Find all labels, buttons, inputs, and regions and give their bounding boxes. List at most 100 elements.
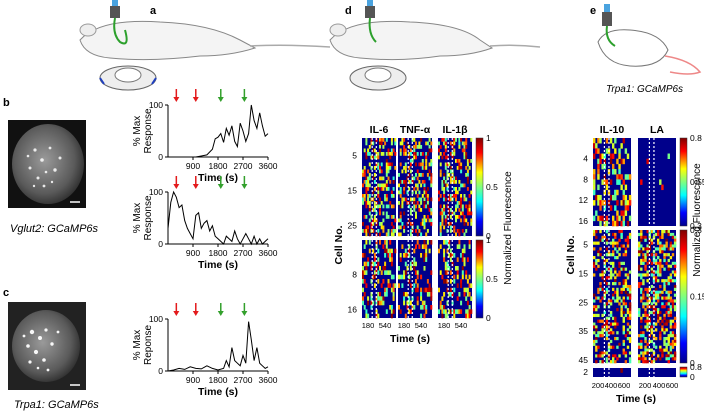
heatmap-cell	[428, 148, 431, 153]
heatmap-cell	[599, 153, 602, 160]
heatmap-cell	[390, 257, 393, 262]
heatmap-cell	[444, 309, 447, 314]
heatmap-cell	[671, 247, 675, 251]
heatmap-cell	[390, 287, 393, 293]
heatmap-cell	[453, 138, 456, 142]
heatmap-cell	[385, 248, 388, 254]
heatmap-cell	[449, 270, 452, 275]
x-tick-label: 600	[618, 381, 631, 390]
heatmap-cell	[618, 253, 621, 257]
heatmap-cell	[379, 266, 381, 271]
heatmap-cell	[614, 256, 617, 260]
heatmap-cell	[597, 290, 600, 294]
heatmap-cell	[646, 328, 649, 332]
heatmap-cell	[443, 180, 446, 184]
heatmap-cell	[654, 336, 658, 341]
heatmap-cell	[644, 308, 647, 312]
heatmap-cell	[646, 253, 649, 257]
heatmap-cell	[607, 267, 611, 271]
heatmap-cell	[456, 244, 459, 249]
heatmap-cell	[394, 166, 397, 170]
heatmap-cell	[460, 201, 463, 205]
heatmap-cell	[628, 293, 632, 297]
heatmap-cell	[640, 179, 643, 185]
heatmap-cell	[377, 194, 380, 198]
genotype-label-vglut2: Vglut2: GCaMP6s	[10, 223, 99, 235]
heatmap-cell	[601, 328, 604, 332]
heatmap-cell	[426, 201, 429, 205]
x-tick-label: 400	[653, 381, 666, 390]
heatmap-cell	[456, 309, 459, 314]
heatmap-cell	[669, 296, 673, 300]
heatmap-cell	[370, 261, 373, 267]
heatmap-cell	[413, 261, 416, 267]
heatmap-cell	[404, 253, 407, 258]
heatmap-cell	[626, 328, 630, 332]
heatmap-cell	[661, 244, 664, 248]
heatmap-cell	[446, 229, 449, 233]
heatmap-cell	[605, 267, 609, 271]
heatmap-cell	[398, 225, 400, 230]
heatmap-cell	[401, 274, 404, 280]
heatmap-cell	[444, 215, 447, 219]
heatmap-cell	[671, 279, 675, 283]
heatmap-cell	[644, 351, 647, 355]
heatmap-cell	[616, 158, 619, 165]
heatmap-cell	[411, 159, 414, 163]
y-tick-label: 8	[352, 270, 357, 280]
colorbar	[679, 366, 688, 378]
heatmap-cell	[595, 258, 598, 263]
heatmap-cell	[640, 235, 643, 239]
heatmap-cell	[441, 208, 444, 212]
heatmap-cell	[669, 241, 673, 245]
heatmap-cell	[640, 232, 643, 237]
heatmap-cell	[620, 143, 623, 149]
heatmap-cell	[665, 282, 668, 286]
heatmap-cell	[446, 176, 449, 181]
heatmap-cell	[368, 162, 371, 167]
heatmap-cell	[671, 354, 675, 358]
heatmap-cell	[425, 190, 428, 195]
heatmap-cell	[455, 194, 457, 198]
heatmap-cell	[365, 232, 368, 237]
panel-letter-d: d	[345, 5, 352, 17]
heatmap-cell	[673, 325, 677, 329]
heatmap-cell	[446, 173, 449, 177]
heatmap-cell	[595, 148, 598, 154]
heatmap-cell	[408, 201, 411, 205]
heatmap-cell	[466, 292, 469, 297]
heatmap-cell	[614, 325, 617, 329]
heatmap-cell	[642, 258, 645, 263]
heatmap-cell	[365, 266, 368, 271]
heatmap-cell	[389, 152, 392, 156]
heatmap-cell	[409, 148, 412, 153]
heatmap-cell	[665, 279, 668, 283]
heatmap-cell	[377, 204, 380, 209]
heatmap-cell	[609, 179, 613, 185]
heatmap-cell	[661, 279, 664, 283]
heatmap-cell	[370, 138, 373, 142]
heatmap-cell	[667, 232, 670, 237]
heatmap-cell	[387, 162, 390, 167]
heatmap-cell	[449, 309, 452, 314]
heatmap-cell	[618, 247, 621, 251]
heatmap-cell	[373, 187, 376, 191]
heatmap-cell	[663, 331, 666, 335]
heatmap-cell	[375, 313, 378, 319]
heatmap-cell	[458, 162, 461, 167]
heatmap-cell	[593, 241, 596, 245]
heatmap-cell	[380, 283, 383, 288]
heatmap-cell	[394, 229, 397, 233]
heatmap-cell	[430, 173, 433, 177]
heatmap-cell	[640, 238, 643, 242]
heatmap-cell	[599, 331, 602, 335]
heatmap-cell	[446, 279, 449, 284]
heatmap-cell	[398, 283, 400, 288]
heatmap-cell	[455, 218, 457, 223]
heatmap-cell	[618, 302, 621, 306]
heatmap-cell	[466, 287, 469, 293]
x-tick-label: 3600	[259, 375, 278, 385]
heatmap-cell	[601, 200, 604, 206]
heatmap-cell	[663, 305, 666, 309]
heatmap-cell	[624, 334, 628, 338]
